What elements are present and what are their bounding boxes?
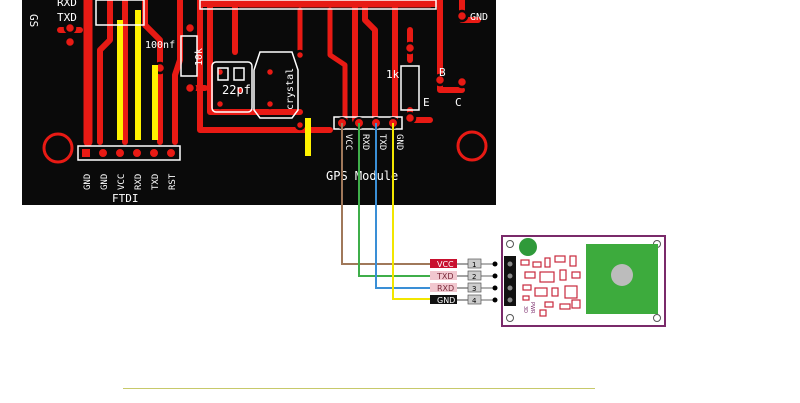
label-10k: 10k xyxy=(194,48,205,66)
svg-text:RXD: RXD xyxy=(437,284,454,293)
label-txd: TXD xyxy=(57,11,77,24)
wire-txd xyxy=(375,123,430,289)
pin-tag-3: RXD 3 xyxy=(430,282,498,293)
wire-vcc xyxy=(341,123,430,265)
battery-icon xyxy=(519,238,537,256)
pin-tag-4: GND 4 xyxy=(430,294,498,305)
wire-rxd xyxy=(358,123,430,277)
label-1k: 1k xyxy=(386,68,400,81)
label-gnd-right: GND xyxy=(470,12,488,23)
footer-rule xyxy=(123,388,595,389)
label-22pf: 22pf xyxy=(222,83,251,97)
pin-tag-2: TXD 2 xyxy=(430,270,498,281)
ftdi-pin-label-txd: TXD xyxy=(151,174,161,190)
ftdi-pin-label-gnd2: GND xyxy=(100,174,110,190)
mounting-hole-right xyxy=(456,130,488,162)
svg-text:GND: GND xyxy=(437,296,455,305)
connection-wires xyxy=(341,123,430,300)
ftdi-pin-label-rxd: RXD xyxy=(134,174,144,190)
ftdi-header-pins xyxy=(80,147,177,159)
pcb-pads xyxy=(63,9,469,131)
gps-module-board: PWR 3D xyxy=(501,235,666,327)
ftdi-label: FTDI xyxy=(112,192,139,205)
label-gs: GS xyxy=(27,14,40,27)
ftdi-pin-label-rst: RST xyxy=(168,173,178,190)
svg-text:TXD: TXD xyxy=(436,272,454,281)
silkscreen-outlines xyxy=(77,0,437,161)
label-3d: 3D xyxy=(522,306,528,313)
svg-text:2: 2 xyxy=(472,273,476,281)
gps-pin-label-gnd: GND xyxy=(394,134,404,150)
svg-text:VCC: VCC xyxy=(437,260,454,269)
label-b: B xyxy=(439,66,446,79)
label-pwr: PWR xyxy=(529,302,535,314)
wire-gnd xyxy=(392,123,430,300)
label-e: E xyxy=(423,96,430,109)
label-c: C xyxy=(455,96,462,109)
ftdi-pin-label-vcc: VCC xyxy=(117,174,127,190)
label-crystal: crystal xyxy=(285,68,296,110)
gps-module-label: GPS Module xyxy=(326,169,398,183)
ic-pad xyxy=(198,0,438,7)
svg-text:1: 1 xyxy=(472,261,476,269)
svg-text:3: 3 xyxy=(472,285,476,293)
mounting-hole-left xyxy=(42,132,74,164)
svg-text:4: 4 xyxy=(472,297,477,305)
gps-pin-label-vcc: VCC xyxy=(343,134,353,150)
label-rxd: RXD xyxy=(57,0,77,9)
gps-pin-label-rxd: RXD xyxy=(360,134,370,150)
pcb-jumpers xyxy=(117,10,311,156)
gps-pin-label-txd: TXD xyxy=(377,134,387,150)
label-100nf: 100nf xyxy=(145,40,175,51)
pin-tag-1: VCC 1 xyxy=(430,258,498,269)
ftdi-pin-label-gnd1: GND xyxy=(83,174,93,190)
